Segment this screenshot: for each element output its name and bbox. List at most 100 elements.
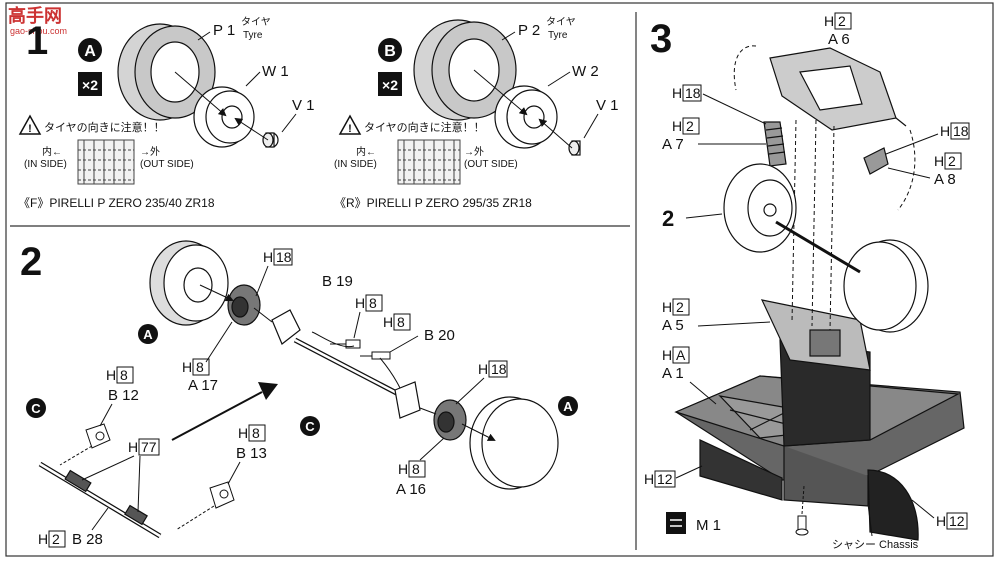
circle-a-label: A: [84, 43, 96, 60]
caution-text-b: タイヤの向きに注意！！: [364, 120, 485, 134]
qty-badge-b: [378, 72, 402, 96]
svg-text:H: H: [478, 361, 488, 377]
tyre-spec-rear: 《R》PIRELLI P ZERO 295/35 ZR18: [334, 196, 532, 210]
label-h18-top: H 18: [255, 248, 293, 297]
label-a1: H A A 1: [662, 346, 717, 405]
out-side-en-b: (OUT SIDE): [464, 159, 518, 170]
label-b28: H 2 B 28: [38, 507, 109, 548]
svg-text:!: !: [348, 123, 352, 135]
cap-label-v1-b: V 1: [596, 97, 619, 114]
wheel-left-3: [723, 163, 797, 253]
label-h77: H 77: [81, 438, 160, 513]
wheel-w2: [494, 85, 558, 149]
direction-arrow: [171, 391, 263, 441]
circle-a-badge: [78, 38, 102, 62]
in-side-jp: 内←: [42, 145, 62, 158]
svg-text:H: H: [824, 13, 834, 29]
label-a5: H 2 A 5: [662, 298, 771, 334]
step1-rear-assembly: B ×2 P 2 タイヤ Tyre W 2 V 1 ! タイヤの向きに注意！！: [334, 16, 619, 210]
svg-text:A 8: A 8: [934, 171, 956, 188]
wheel-label-w2: W 2: [572, 63, 599, 80]
label-h8-b20: H 8 B 20: [383, 313, 455, 353]
shock-a8: [863, 147, 889, 175]
cap-v1-b: [568, 140, 581, 156]
wheel-w1: [193, 86, 255, 148]
label-h18-r: H 18: [885, 122, 970, 155]
tyre-p2: [413, 19, 517, 121]
chassis-body: [674, 339, 965, 541]
svg-text:8: 8: [120, 367, 128, 383]
axle: [775, 220, 861, 274]
qty-label-b: ×2: [382, 77, 398, 93]
out-side-en: (OUT SIDE): [140, 159, 194, 170]
label-a8: H 2 A 8: [887, 152, 962, 188]
svg-text:18: 18: [685, 85, 701, 101]
svg-text:12: 12: [657, 471, 673, 487]
svg-text:8: 8: [252, 425, 260, 441]
svg-text:8: 8: [369, 295, 377, 311]
tyre-jp-b: タイヤ: [546, 16, 576, 28]
tyre-code-p2: P 2: [518, 22, 540, 39]
svg-text:2: 2: [686, 118, 694, 134]
in-side-en: (IN SIDE): [24, 159, 67, 170]
ref-step-2: 2: [662, 206, 674, 231]
pin-b20: [360, 351, 391, 360]
left-wheel: [149, 240, 229, 326]
svg-text:H: H: [383, 314, 393, 330]
chassis-label: シャシー Chassis: [832, 539, 919, 551]
circle-a-right: A: [563, 399, 573, 414]
watermark: 高手网 gao-shou.com: [8, 5, 67, 36]
tyre-spec-front: 《F》PIRELLI P ZERO 235/40 ZR18: [18, 196, 215, 210]
svg-text:18: 18: [491, 361, 507, 377]
label-h18-right: H 18: [455, 360, 508, 405]
svg-text:B 13: B 13: [236, 445, 267, 462]
svg-text:B 20: B 20: [424, 327, 455, 344]
svg-text:2: 2: [52, 531, 60, 547]
steering-rack: [271, 309, 421, 419]
svg-text:B 28: B 28: [72, 531, 103, 548]
svg-text:H: H: [940, 123, 950, 139]
warning-icon: [18, 114, 42, 135]
tyre-code-p1: P 1: [213, 22, 235, 39]
svg-text:A 5: A 5: [662, 317, 684, 334]
upper-arm-a6: [769, 47, 907, 131]
pin-b19: [330, 339, 361, 349]
label-b13: H 8 B 13: [227, 424, 267, 485]
tread-pattern: [77, 139, 135, 185]
svg-text:B 12: B 12: [108, 387, 139, 404]
label-h12-l: H 12: [644, 465, 703, 488]
svg-text:2: 2: [676, 299, 684, 315]
svg-text:H: H: [662, 299, 672, 315]
label-h12-r: H 12: [911, 499, 968, 530]
step1-front-assembly: A ×2 P 1 タイヤ Tyre W 1 V 1: [18, 16, 315, 210]
step3-chassis-assembly: H 2 A 6 H 18 H 2 A 7 H 18 H 2 A: [644, 12, 970, 551]
step-number-2: 2: [20, 240, 42, 284]
svg-text:A 6: A 6: [828, 31, 850, 48]
svg-text:18: 18: [276, 249, 292, 265]
in-side-en-b: (IN SIDE): [334, 159, 377, 170]
circle-a-left: A: [143, 327, 153, 342]
svg-text:A: A: [676, 347, 686, 363]
screw-m1: [795, 515, 809, 536]
svg-text:H: H: [238, 425, 248, 441]
svg-text:H: H: [128, 439, 138, 455]
wheel-right-3: [843, 239, 929, 333]
tyre-jp: タイヤ: [241, 16, 271, 28]
wheel-label-w1: W 1: [262, 63, 289, 80]
svg-text:A 1: A 1: [662, 365, 684, 382]
svg-text:H: H: [38, 531, 48, 547]
svg-text:H: H: [182, 359, 192, 375]
step-number-3: 3: [650, 17, 672, 61]
svg-text:H: H: [672, 118, 682, 134]
label-m1: M 1: [696, 517, 721, 534]
qty-label: ×2: [82, 77, 98, 93]
svg-text:A 16: A 16: [396, 481, 426, 498]
svg-text:12: 12: [949, 513, 965, 529]
label-h8-b19: H 8: [353, 294, 383, 339]
label-a16: H 8 A 16: [396, 437, 445, 498]
svg-text:8: 8: [397, 314, 405, 330]
svg-text:!: !: [28, 123, 32, 135]
svg-text:2: 2: [948, 153, 956, 169]
svg-text:H: H: [934, 153, 944, 169]
